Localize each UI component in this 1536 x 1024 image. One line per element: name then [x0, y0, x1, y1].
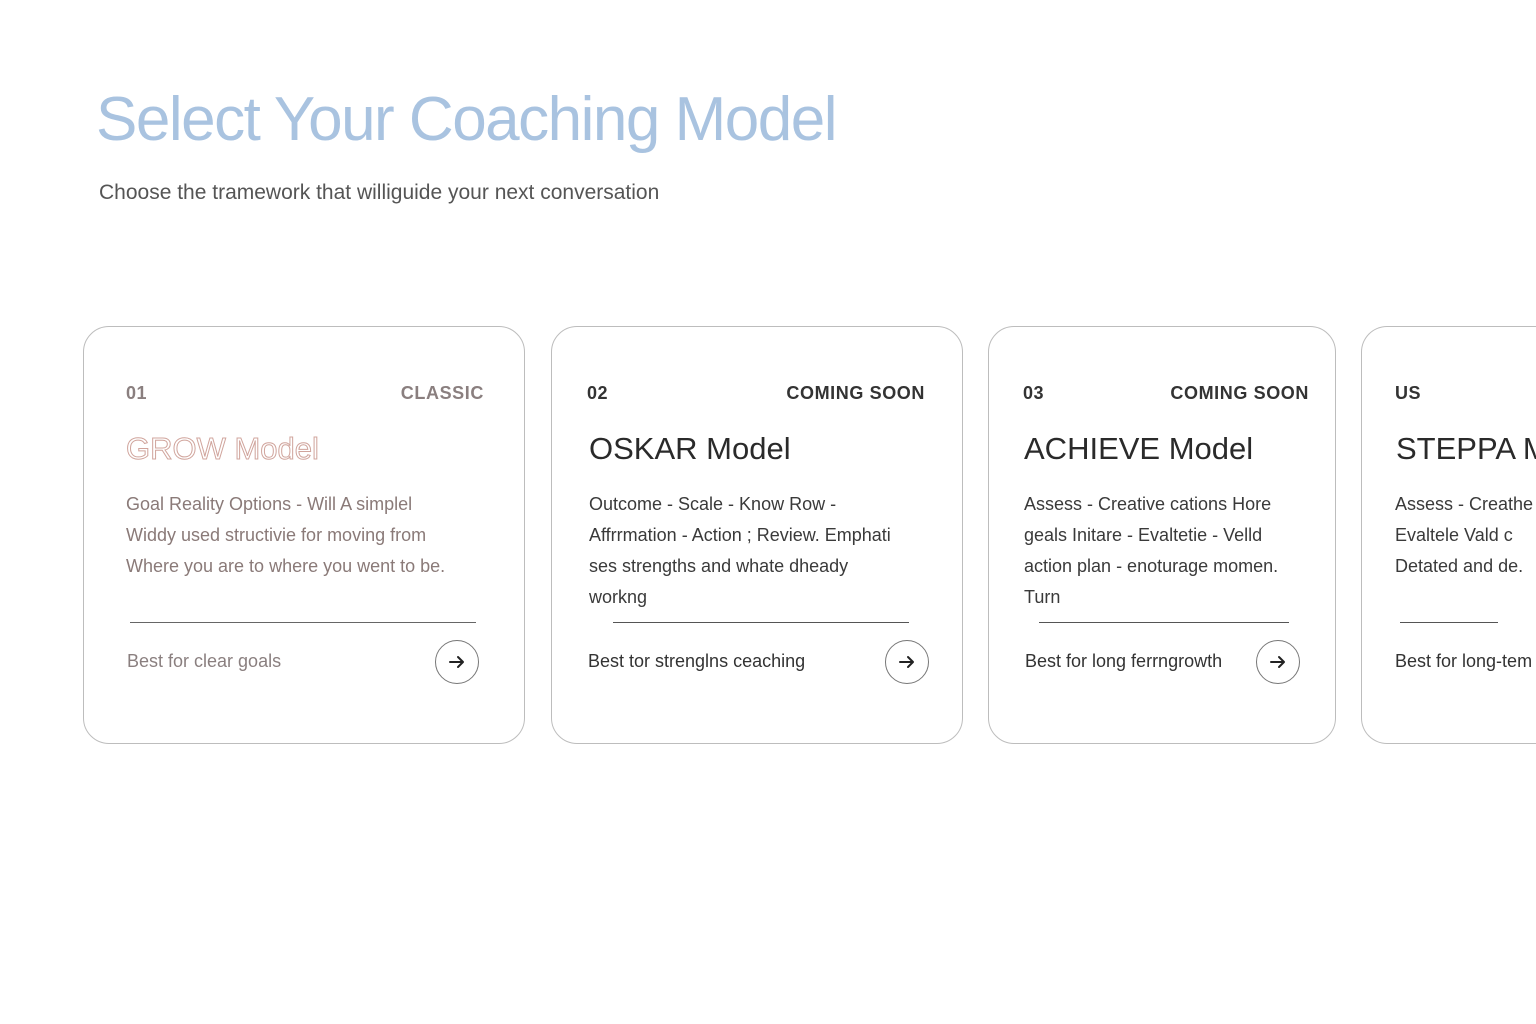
card-description-line: ses strengths and whate dheady	[589, 556, 849, 576]
card-description: Assess - Creathe Evaltele Vald c Detated…	[1395, 489, 1533, 582]
card-description-line: Goal Reality Options - Will A simplel	[126, 494, 413, 514]
card-title: ACHIEVE Model	[1024, 431, 1254, 466]
arrow-right-icon	[449, 656, 464, 668]
card-description: Goal Reality Options - Will A simplel Wi…	[126, 489, 445, 582]
card-tag: COMING SOON	[1170, 383, 1309, 403]
model-card-oskar[interactable]: 02 COMING SOON OSKAR Model Outcome - Sca…	[551, 326, 963, 744]
card-tag: COMING SOON	[786, 383, 925, 403]
card-number: US	[1395, 383, 1422, 403]
card-description-line: action plan - enoturage momen.	[1024, 556, 1279, 576]
card-description-line: Where you are to where you went to be.	[126, 556, 446, 576]
arrow-right-icon	[899, 656, 914, 668]
card-description-line: Affrrmation - Action ; Review. Emphati	[589, 525, 891, 545]
card-description-line: Evaltele Vald c	[1395, 525, 1513, 545]
card-number: 01	[126, 383, 148, 403]
card-footer: Best for long-tem	[1395, 651, 1533, 671]
select-oskar-button[interactable]	[885, 640, 929, 684]
arrow-right-icon	[1270, 656, 1285, 668]
page-subtitle: Choose the tramework that williguide you…	[99, 181, 660, 204]
card-description: Outcome - Scale - Know Row - Affrrmation…	[589, 489, 891, 613]
model-card-steppa[interactable]: US STEPPA M Assess - Creathe Evaltele Va…	[1361, 326, 1536, 744]
select-grow-button[interactable]	[435, 640, 479, 684]
model-card-grow[interactable]: 01 CLASSIC GROW Model Goal Reality Optio…	[83, 326, 525, 744]
card-description-line: Turn	[1024, 587, 1061, 607]
card-description: Assess - Creative cations Hore geals Ini…	[1024, 489, 1278, 613]
card-tag: CLASSIC	[400, 383, 484, 403]
select-achieve-button[interactable]	[1256, 640, 1300, 684]
card-description-line: geals Initare - Evaltetie - Velld	[1024, 525, 1263, 545]
card-description-line: Assess - Creative cations Hore	[1024, 494, 1272, 514]
card-divider	[1039, 622, 1289, 623]
card-description-line: workng	[589, 587, 648, 607]
card-number: 02	[587, 383, 609, 403]
card-title: GROW Model	[126, 431, 320, 467]
model-card-achieve[interactable]: 03 COMING SOON ACHIEVE Model Assess - Cr…	[988, 326, 1336, 744]
card-title: STEPPA M	[1396, 431, 1536, 466]
card-description-line: Assess - Creathe	[1395, 494, 1534, 514]
card-divider	[613, 622, 909, 623]
card-footer: Best for long ferrngrowth	[1025, 651, 1223, 671]
page-title: Select Your Coaching Model	[96, 85, 837, 154]
card-number: 03	[1023, 383, 1045, 403]
card-divider	[130, 622, 476, 623]
card-description-line: Outcome - Scale - Know Row -	[589, 494, 837, 514]
card-title: OSKAR Model	[589, 431, 791, 466]
card-footer: Best for clear goals	[127, 651, 282, 671]
card-description-line: Detated and de.	[1395, 556, 1524, 576]
card-footer: Best tor strenglns ceaching	[588, 651, 806, 671]
card-divider	[1400, 622, 1498, 623]
card-description-line: Widdy used structivie for moving from	[126, 525, 427, 545]
